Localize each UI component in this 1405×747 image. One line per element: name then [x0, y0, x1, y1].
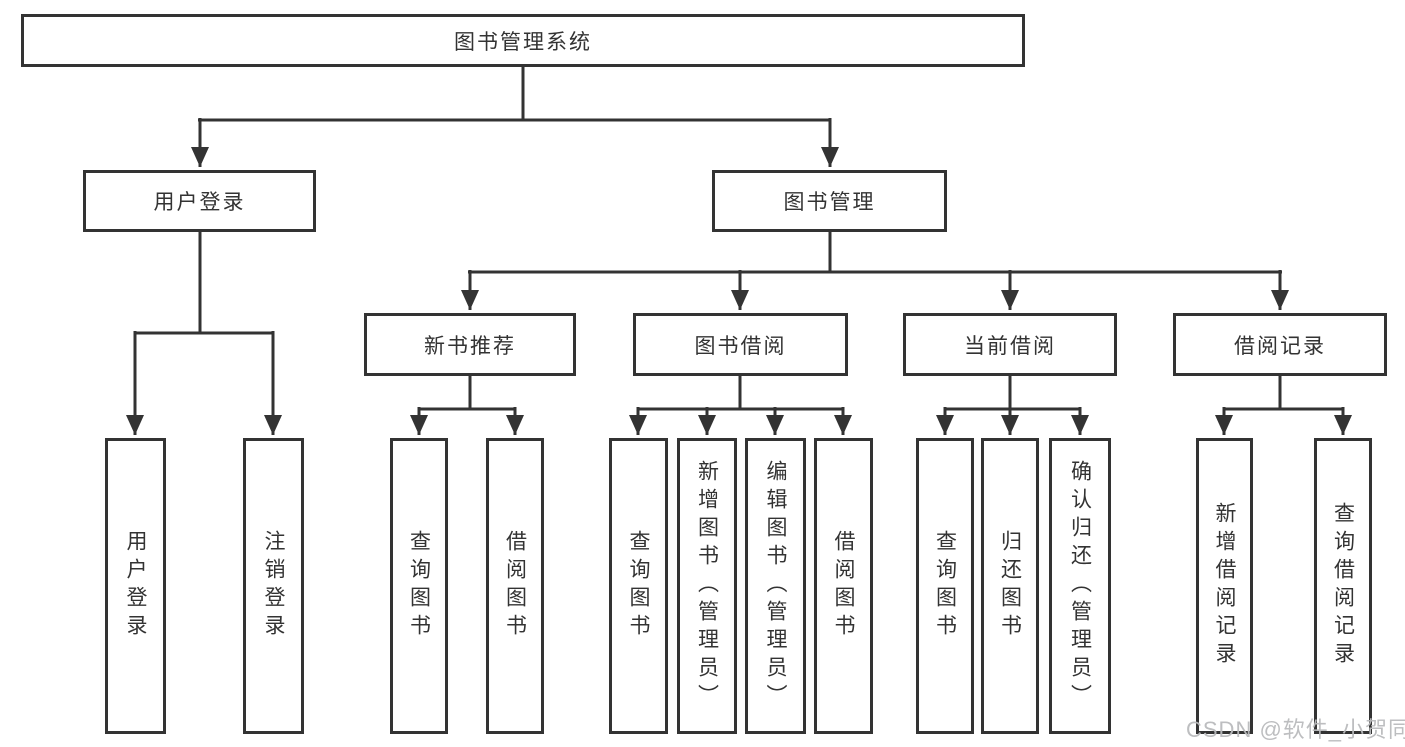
node-label: 注销登录	[262, 530, 285, 642]
node-label: 用户登录	[124, 530, 147, 642]
node-user-login-leaf: 用户登录	[105, 438, 166, 734]
node-new-book-recommend: 新书推荐	[364, 313, 576, 376]
node-label: 归还图书	[998, 530, 1022, 642]
node-confirm-return-admin: 确认归还（管理员）	[1049, 438, 1111, 734]
node-add-books-admin: 新增图书（管理员）	[677, 438, 737, 734]
node-recommend-query-books: 查询图书	[390, 438, 448, 734]
node-user-login: 用户登录	[83, 170, 316, 232]
node-label: 新增借阅记录	[1213, 502, 1236, 670]
node-label: 查询图书	[933, 530, 957, 642]
node-book-borrowing: 图书借阅	[633, 313, 848, 376]
node-book-management: 图书管理	[712, 170, 947, 232]
node-borrowing-records: 借阅记录	[1173, 313, 1387, 376]
node-return-books: 归还图书	[981, 438, 1039, 734]
node-label: 借阅记录	[1234, 334, 1326, 358]
node-label: 确认归还（管理员）	[1068, 460, 1092, 712]
node-label: 新增图书（管理员）	[695, 460, 719, 712]
node-label: 图书管理	[783, 191, 876, 214]
node-label: 查询借阅记录	[1331, 502, 1355, 670]
node-book-management-system: 图书管理系统	[21, 14, 1025, 67]
node-edit-books-admin: 编辑图书（管理员）	[745, 438, 806, 734]
node-borrowing-query-books: 查询图书	[609, 438, 668, 734]
node-label: 编辑图书（管理员）	[764, 460, 787, 712]
node-add-borrow-record: 新增借阅记录	[1196, 438, 1253, 734]
node-label: 新书推荐	[424, 334, 516, 358]
node-current-query-books: 查询图书	[916, 438, 974, 734]
node-label: 用户登录	[153, 191, 246, 214]
node-query-borrow-record: 查询借阅记录	[1314, 438, 1372, 734]
node-logout-leaf: 注销登录	[243, 438, 304, 734]
node-recommend-borrow-books: 借阅图书	[486, 438, 544, 734]
node-label: 借阅图书	[832, 530, 855, 642]
node-label: 查询图书	[407, 530, 431, 642]
node-label: 借阅图书	[503, 530, 527, 642]
csdn-watermark: CSDN @软件_小贺同学	[1186, 717, 1405, 742]
node-borrowing-borrow-books: 借阅图书	[814, 438, 873, 734]
node-label: 查询图书	[627, 530, 650, 642]
node-label: 当前借阅	[964, 334, 1056, 358]
node-label: 图书借阅	[694, 334, 787, 358]
node-label: 图书管理系统	[454, 30, 592, 54]
node-current-borrowing: 当前借阅	[903, 313, 1117, 376]
